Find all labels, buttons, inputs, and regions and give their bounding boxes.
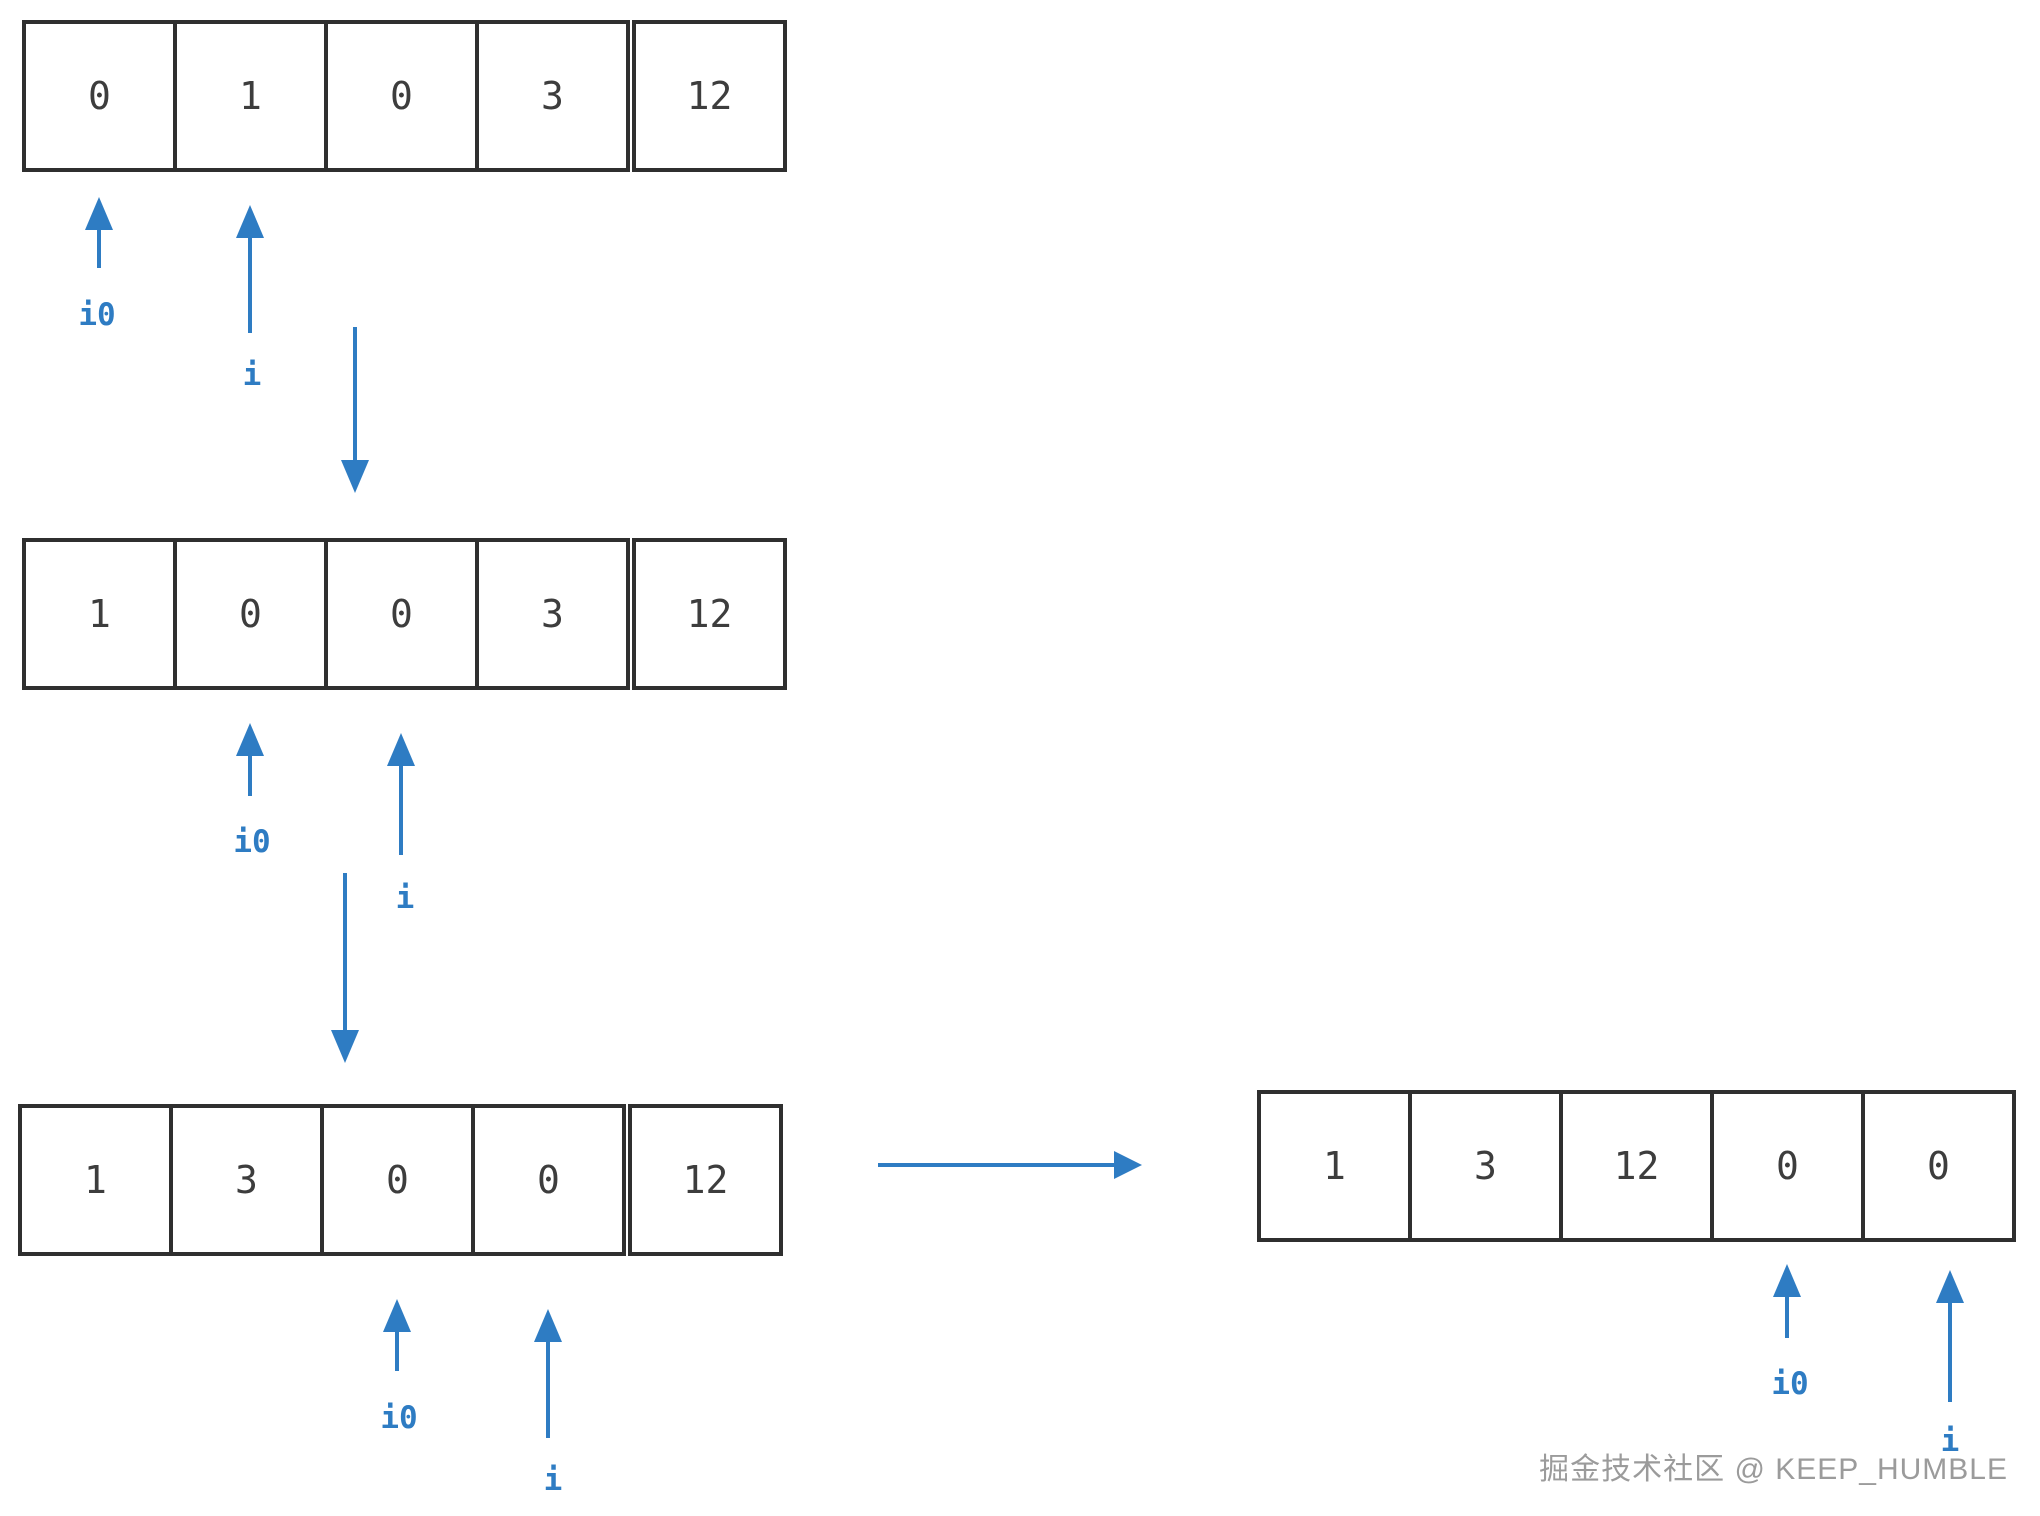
- array-step-1: 0 1 0 3 12: [22, 20, 787, 172]
- array-cell: 1: [22, 538, 177, 690]
- arrow-shaft: [248, 238, 252, 333]
- array-cell: 0: [471, 1104, 626, 1256]
- arrow-shaft: [1785, 1297, 1789, 1338]
- flow-arrow-down-step2-step3: [331, 873, 359, 1063]
- arrow-head-icon: [1936, 1270, 1964, 1303]
- i0-pointer-label-step3: i0: [380, 1400, 418, 1436]
- array-cell: 1: [1257, 1090, 1412, 1242]
- i-pointer-label-step1: i: [242, 357, 262, 393]
- arrow-head-icon: [331, 1030, 359, 1063]
- arrow-shaft: [97, 230, 101, 268]
- arrow-head-icon: [387, 733, 415, 766]
- watermark: 掘金技术社区 @ KEEP_HUMBLE: [1539, 1453, 2008, 1486]
- flow-arrow-right-step3-result: [878, 1151, 1142, 1179]
- array-cell: 12: [628, 1104, 783, 1256]
- array-cell: 12: [1559, 1090, 1714, 1242]
- array-cell: 0: [324, 538, 479, 690]
- arrow-shaft: [878, 1163, 1114, 1167]
- arrow-shaft: [248, 756, 252, 796]
- array-cell: 12: [632, 20, 787, 172]
- arrow-shaft: [343, 873, 347, 1030]
- array-cell: 0: [1710, 1090, 1865, 1242]
- array-step-2: 1 0 0 3 12: [22, 538, 787, 690]
- array-cell: 0: [320, 1104, 475, 1256]
- arrow-shaft: [399, 766, 403, 855]
- i-pointer-label-result: i: [1940, 1423, 1960, 1459]
- array-cell: 3: [169, 1104, 324, 1256]
- i0-pointer-label-step1: i0: [78, 297, 116, 333]
- arrow-shaft: [546, 1342, 550, 1438]
- arrow-head-icon: [1114, 1151, 1142, 1179]
- arrow-head-icon: [534, 1309, 562, 1342]
- i0-pointer-arrow-result: [1773, 1264, 1801, 1338]
- i0-pointer-arrow-step3: [383, 1299, 411, 1371]
- i-pointer-label-step3: i: [543, 1462, 563, 1498]
- i0-pointer-label-result: i0: [1771, 1366, 1809, 1402]
- i-pointer-arrow-step2: [387, 733, 415, 855]
- arrow-head-icon: [236, 205, 264, 238]
- array-result: 1 3 12 0 0: [1257, 1090, 2016, 1242]
- i-pointer-arrow-result: [1936, 1270, 1964, 1402]
- array-cell: 3: [475, 20, 630, 172]
- i-pointer-arrow-step3: [534, 1309, 562, 1438]
- array-cell: 0: [1861, 1090, 2016, 1242]
- array-step-3: 1 3 0 0 12: [18, 1104, 783, 1256]
- array-cell: 0: [22, 20, 177, 172]
- array-cell: 3: [475, 538, 630, 690]
- i0-pointer-arrow-step1: [85, 197, 113, 268]
- array-cell: 1: [173, 20, 328, 172]
- flow-arrow-down-step1-step2: [341, 327, 369, 493]
- i0-pointer-arrow-step2: [236, 723, 264, 796]
- arrow-shaft: [395, 1332, 399, 1371]
- arrow-head-icon: [341, 460, 369, 493]
- arrow-head-icon: [236, 723, 264, 756]
- array-cell: 3: [1408, 1090, 1563, 1242]
- array-cell: 12: [632, 538, 787, 690]
- arrow-head-icon: [383, 1299, 411, 1332]
- i-pointer-arrow-step1: [236, 205, 264, 333]
- array-cell: 1: [18, 1104, 173, 1256]
- i-pointer-label-step2: i: [395, 880, 415, 916]
- i0-pointer-label-step2: i0: [233, 824, 271, 860]
- arrow-shaft: [1948, 1303, 1952, 1402]
- arrow-head-icon: [85, 197, 113, 230]
- array-cell: 0: [173, 538, 328, 690]
- arrow-head-icon: [1773, 1264, 1801, 1297]
- array-cell: 0: [324, 20, 479, 172]
- arrow-shaft: [353, 327, 357, 460]
